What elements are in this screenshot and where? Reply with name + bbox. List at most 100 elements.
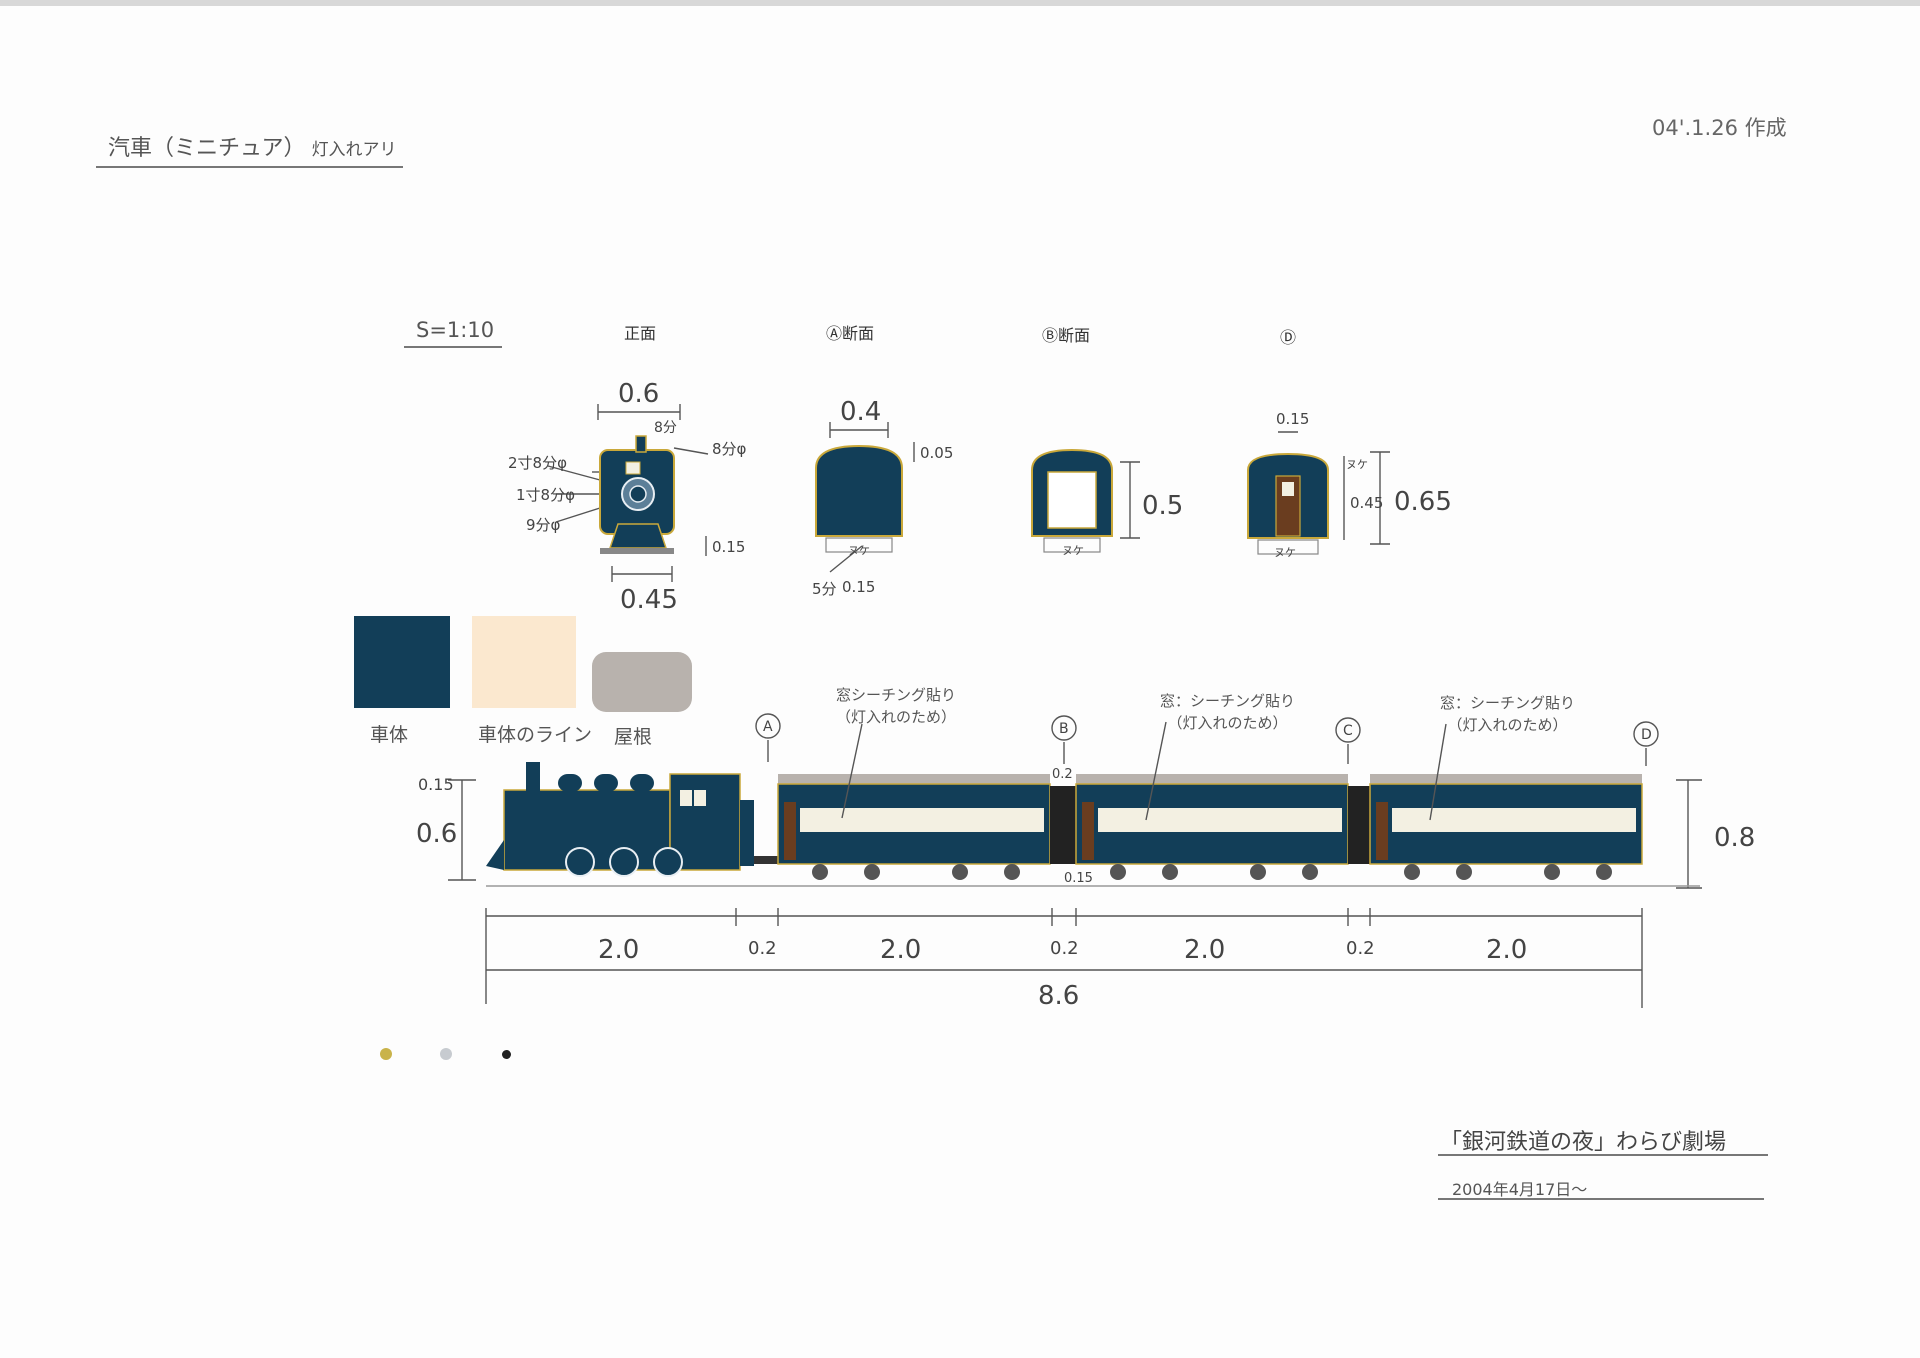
dim-length-car-1: 2.0: [880, 935, 921, 965]
car-wheel: [952, 864, 968, 880]
dim-a-015: 0.15: [842, 578, 875, 596]
dim-lamp-9: 9分φ: [526, 516, 561, 534]
note-3-line1: 窓：シーチング貼り: [1440, 694, 1576, 712]
color-dot-black: [502, 1050, 511, 1059]
window-note-3: 窓：シーチング貼り （灯入れのため）: [1440, 692, 1575, 736]
car-window-band: [800, 808, 1044, 832]
dim-front-015: 0.15: [712, 538, 745, 556]
section-b-truck: [1043, 537, 1101, 553]
car-wheel: [1302, 864, 1318, 880]
window-note-1: 窓シーチング貼り（灯入れのため）: [836, 684, 956, 728]
color-dot-gold: [380, 1048, 392, 1060]
gangway-2: [1348, 786, 1370, 864]
car-door: [1082, 802, 1094, 860]
dim-lamp-8: 8分φ: [712, 440, 747, 458]
dim-a-5bu: 5分: [812, 580, 837, 598]
car-wheel: [1110, 864, 1126, 880]
front-pilot: [608, 523, 668, 549]
loco-dome-2: [594, 774, 618, 792]
dim-d-side: 0.45: [1350, 494, 1383, 512]
d-door-window: [1282, 482, 1294, 496]
dim-length-gap-1: 0.2: [748, 938, 777, 959]
top-edge: [0, 0, 1920, 6]
gangway: [1348, 786, 1370, 864]
gangway-1: [1050, 786, 1076, 864]
swatch-body-color: [354, 616, 450, 708]
marker-d-label: D: [1641, 727, 1652, 743]
marker-b-circle: [1051, 715, 1077, 741]
dim-a-roof: 0.05: [920, 444, 953, 462]
note-3-line2: （灯入れのため）: [1447, 716, 1568, 734]
car-door: [1376, 802, 1388, 860]
d-truck: [1257, 539, 1319, 555]
section-a-view: [815, 444, 903, 553]
swatch-line-label: 車体のライン: [478, 724, 593, 746]
section-b-opening: [1047, 471, 1097, 529]
window-note-2: 窓：シーチング貼り （灯入れのため）: [1160, 690, 1295, 734]
dimension-lines: [448, 404, 1702, 1008]
dim-front-width: 0.6: [618, 379, 659, 409]
marker-a-circle: [755, 713, 781, 739]
production-title: 「銀河鉄道の夜」わらび劇場: [1440, 1130, 1727, 1155]
note-leader-3: [1429, 723, 1447, 821]
loco-pilot: [486, 840, 504, 870]
loco-bunker: [740, 800, 754, 866]
view-section-a-label: Ⓐ断面: [826, 324, 875, 343]
gangway: [1050, 786, 1076, 864]
d-end-view: [1247, 452, 1329, 555]
dim-b-nuke: ヌケ: [1062, 544, 1084, 557]
car-window-band: [1098, 808, 1342, 832]
drawing-title: 汽車（ミニチュア）灯入れアリ: [96, 130, 403, 168]
dim-d-height: 0.65: [1394, 487, 1452, 517]
dim-front-bottom: 0.45: [620, 585, 678, 615]
marker-b-label: B: [1059, 721, 1069, 737]
passenger-car-2: [1075, 774, 1349, 880]
coupler: [754, 856, 778, 864]
dim-loco-top: 0.15: [418, 775, 454, 794]
swatch-roof-label: 屋根: [614, 726, 653, 748]
car-wheel: [1250, 864, 1266, 880]
dim-length-gap-2: 0.2: [1050, 938, 1079, 959]
swatch-body-label: 車体: [370, 724, 409, 746]
loco-dome-3: [630, 774, 654, 792]
dim-d-nuke: ヌケ: [1274, 546, 1296, 559]
leader: [829, 545, 863, 573]
loco-dome-1: [558, 774, 582, 792]
dim-gap-b: 0.2: [1052, 767, 1073, 782]
dim-length-car-3: 2.0: [1486, 935, 1527, 965]
dim-length-loco: 2.0: [598, 935, 639, 965]
dim-lamp-2-18: 2寸8分φ: [508, 454, 567, 472]
section-a-truck: [825, 537, 893, 553]
dimension-texts: 0.6 0.45 0.15 8分 8分φ 2寸8分φ 1寸8分φ 9分φ 0.4…: [416, 379, 1755, 1011]
scale-label: S=1:10: [404, 318, 503, 348]
car-window-band: [1392, 808, 1636, 832]
front-lamp: [625, 461, 641, 475]
marker-d-circle: [1633, 721, 1659, 747]
loco-chimney: [526, 762, 540, 792]
note-2-line1: 窓：シーチング貼り: [1160, 692, 1296, 710]
footer-underline-2: [1438, 1198, 1764, 1200]
car-wheel: [1544, 864, 1560, 880]
note-2-line2: （灯入れのため）: [1167, 714, 1288, 732]
car-wheel: [812, 864, 828, 880]
color-dot-silver: [440, 1048, 452, 1060]
swatch-roof-color: [592, 652, 692, 712]
dim-front-8bu: 8分: [654, 420, 677, 436]
note-leader-1: [841, 723, 863, 819]
front-view-locomotive: [599, 435, 675, 554]
car-door: [784, 802, 796, 860]
car-wheel: [1162, 864, 1178, 880]
dim-loco-height: 0.6: [416, 819, 457, 849]
view-d-label: Ⓓ: [1280, 328, 1297, 347]
view-section-b-label: Ⓑ断面: [1042, 326, 1091, 345]
title-subtext: 灯入れアリ: [311, 140, 397, 160]
front-rail: [600, 548, 674, 554]
car-roof: [778, 774, 1050, 784]
marker-a-label: A: [763, 719, 773, 735]
marker-c-label: C: [1343, 723, 1353, 739]
passenger-car-3: [1369, 774, 1643, 880]
loco-wheel: [653, 847, 683, 877]
car-wheel: [1404, 864, 1420, 880]
loco-cab-window: [694, 790, 706, 806]
